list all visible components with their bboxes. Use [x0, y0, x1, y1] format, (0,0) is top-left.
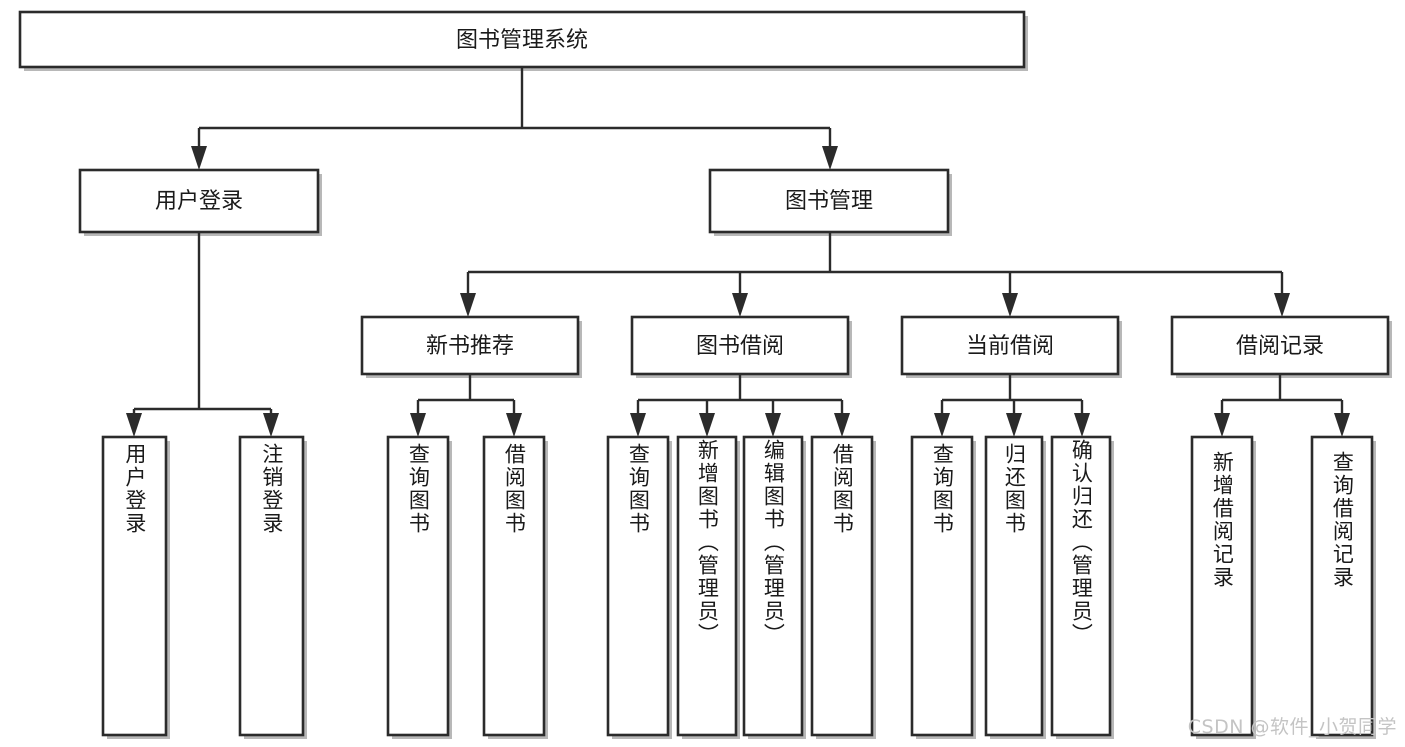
leaf-box-borrow-book-1[interactable] [482, 435, 546, 737]
node-book-borrow[interactable]: 图书借阅 [630, 315, 850, 376]
leaf-box-edit-book[interactable] [742, 435, 804, 737]
leaf-boxes[interactable] [101, 435, 1374, 737]
node-user-login-label: 用户登录 [155, 189, 243, 214]
node-book-manage[interactable]: 图书管理 [708, 168, 950, 234]
leaf-box-add-book[interactable] [676, 435, 738, 737]
leaf-box-query-record[interactable] [1310, 435, 1374, 737]
arrow-heads [126, 146, 1350, 437]
leaf-box-user-login[interactable] [101, 435, 168, 737]
leaf-box-logout[interactable] [238, 435, 305, 737]
node-root[interactable]: 图书管理系统 [18, 10, 1026, 69]
node-book-manage-label: 图书管理 [785, 189, 873, 214]
csdn-watermark: CSDN @软件_小贺同学 [1187, 716, 1397, 738]
leaf-box-query-book-3[interactable] [910, 435, 974, 737]
node-book-borrow-label: 图书借阅 [696, 334, 784, 359]
node-current-borrow-label: 当前借阅 [966, 334, 1054, 359]
node-new-book-rec[interactable]: 新书推荐 [360, 315, 580, 376]
leaf-box-borrow-book-2[interactable] [810, 435, 874, 737]
connector-lines [132, 67, 1344, 422]
node-root-label: 图书管理系统 [456, 28, 588, 53]
leaf-box-query-book-1[interactable] [386, 435, 450, 737]
node-current-borrow[interactable]: 当前借阅 [900, 315, 1120, 376]
node-new-book-rec-label: 新书推荐 [426, 334, 514, 359]
node-user-login[interactable]: 用户登录 [78, 168, 320, 234]
leaf-box-add-record[interactable] [1190, 435, 1254, 737]
node-borrow-record[interactable]: 借阅记录 [1170, 315, 1390, 376]
leaf-box-confirm-return[interactable] [1050, 435, 1112, 737]
node-borrow-record-label: 借阅记录 [1236, 334, 1324, 359]
leaf-box-query-book-2[interactable] [606, 435, 670, 737]
leaf-box-return-book[interactable] [984, 435, 1044, 737]
